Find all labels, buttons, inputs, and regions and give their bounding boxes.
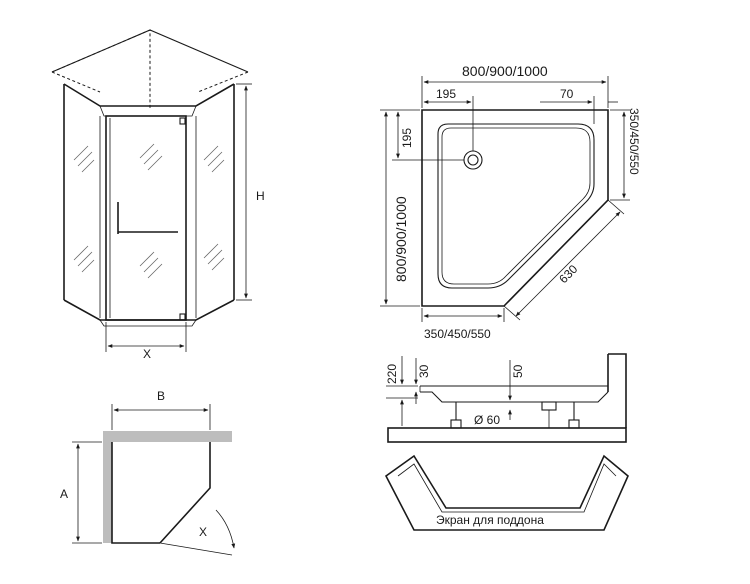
plan-view xyxy=(72,404,236,556)
tray-overall-width: 800/900/1000 xyxy=(462,63,548,79)
side-a-label: A xyxy=(60,487,68,501)
tray-side-right: 350/450/550 xyxy=(627,108,641,175)
tray-screen-caption: Экран для поддона xyxy=(436,513,544,527)
tray-drain-diameter: Ø 60 xyxy=(474,413,500,427)
tray-section-view xyxy=(386,353,627,443)
tray-overall-depth: 800/900/1000 xyxy=(393,196,409,282)
tray-side-bottom: 350/450/550 xyxy=(424,327,491,341)
shower-enclosure-3d xyxy=(51,29,252,352)
tray-top-view xyxy=(380,76,630,322)
height-label: H xyxy=(256,189,265,203)
tray-screen-view xyxy=(384,454,629,531)
tray-diagonal-length: 630 xyxy=(556,262,580,286)
tray-rim-height: 30 xyxy=(417,364,431,378)
door-swing-label: X xyxy=(199,525,207,539)
tray-edge-offset: 70 xyxy=(560,87,574,101)
side-b-label: B xyxy=(157,389,165,403)
tray-drain-x-offset: 195 xyxy=(436,87,456,101)
tray-drain-y-offset: 195 xyxy=(400,128,414,148)
door-width-label: X xyxy=(143,347,151,361)
tray-drain-depth: 50 xyxy=(511,364,525,378)
tray-total-height: 220 xyxy=(385,364,399,384)
